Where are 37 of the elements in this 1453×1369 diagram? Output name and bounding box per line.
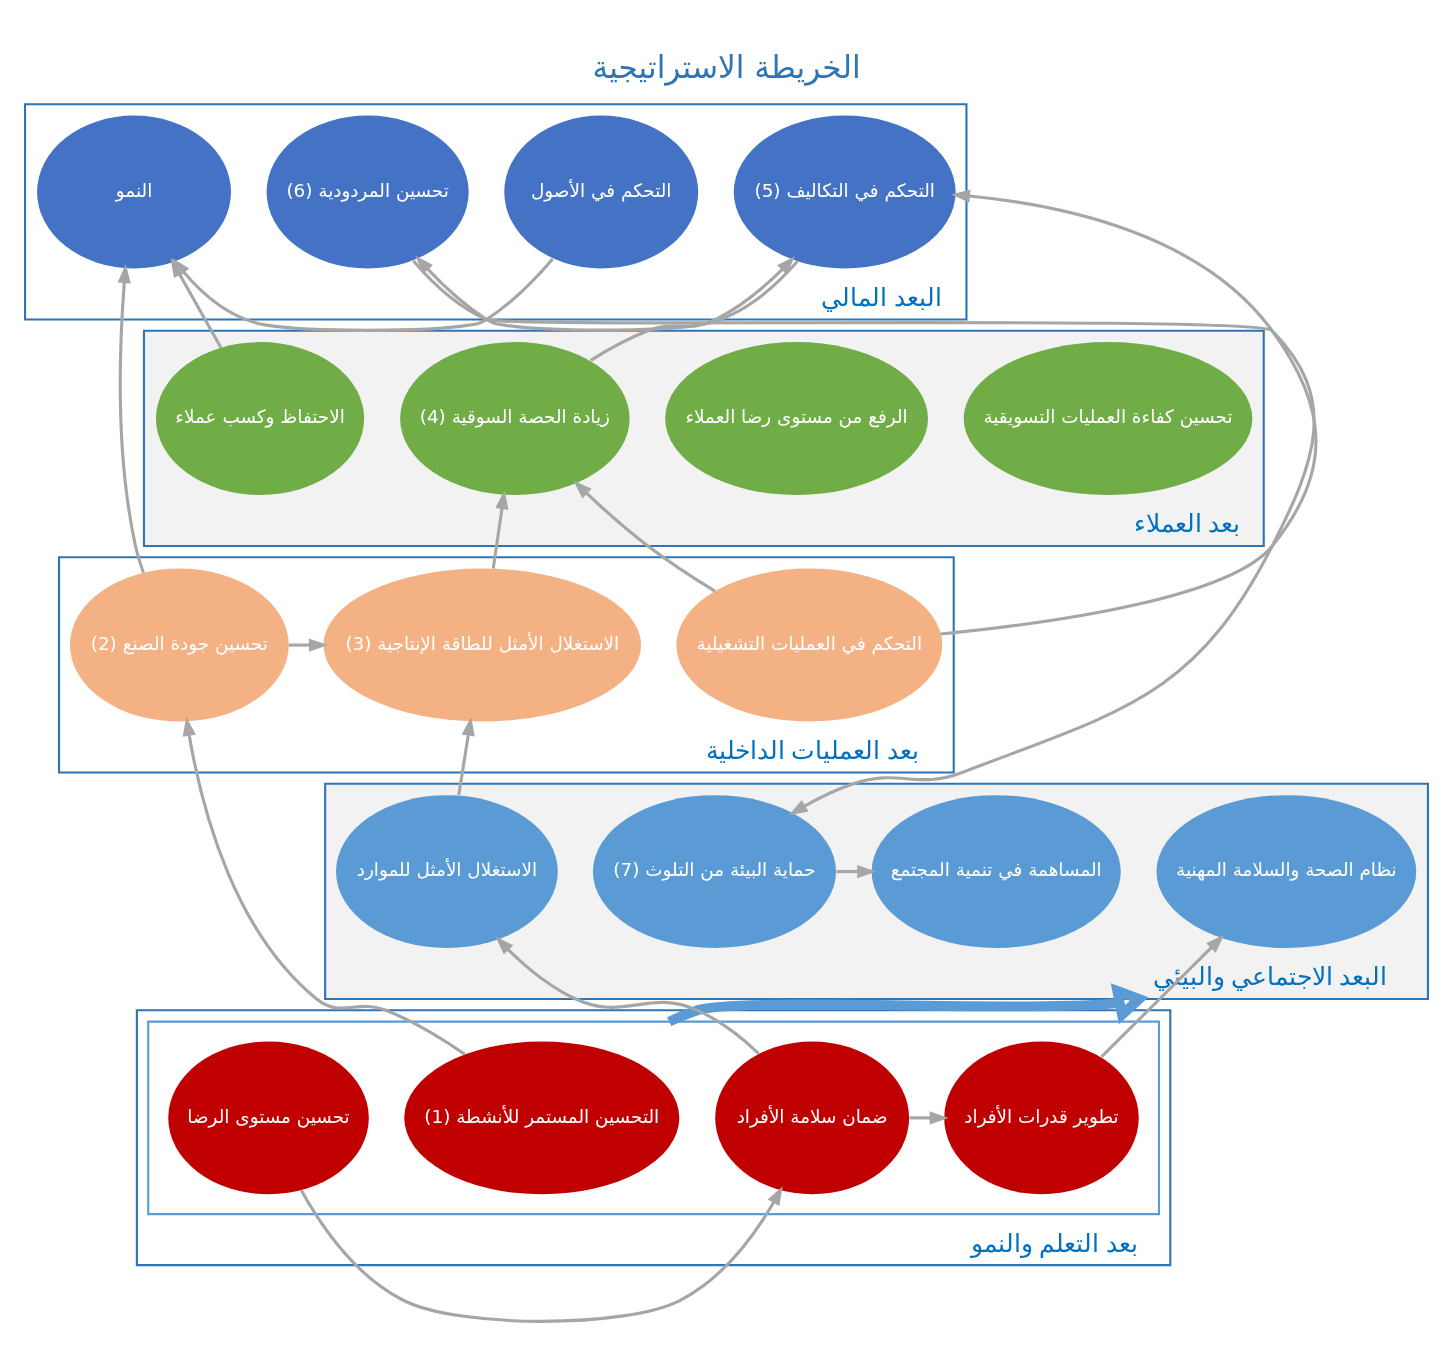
arrow [182,716,466,1056]
node-ellipse: تحسين كفاءة العمليات التسويقية [963,342,1253,495]
arrow [909,1111,949,1125]
node-ellipse: تطوير قدرات الأفراد [944,1041,1139,1195]
node-ellipse: تحسين المردودية (6) [266,115,469,269]
node-ellipse: الرفع من مستوى رضا العملاء [665,342,928,495]
arrow [940,189,1318,636]
node-ellipse: النمو [37,115,231,269]
node-ellipse: تحسين مستوى الرضا [168,1041,369,1195]
node-ellipse: التحكم في الأصول [504,115,699,269]
arrow [573,480,716,593]
node-ellipse: تحسين جودة الصنع (2) [69,568,289,722]
node-ellipse: الاستغلال الأمثل للموارد [336,795,558,948]
node-ellipse: نظام الصحة والسلامة المهنية [1156,795,1417,948]
arrow [457,716,475,796]
node-ellipse: حماية البيئة من التلوث (7) [592,795,837,948]
arrow [288,638,328,652]
arrow [491,490,509,569]
cluster [147,1020,1161,1216]
node-ellipse: التحكم في العمليات التشغيلية [676,568,943,722]
node-ellipse: الاحتفاظ وكسب عملاء [155,342,365,495]
arrow [415,255,799,332]
node-ellipse: التحكم في التكاليف (5) [733,115,956,269]
node-ellipse: التحسين المستمر للأنشطة (1) [404,1041,680,1195]
node-ellipse: المساهمة في تنمية المجتمع [871,795,1121,948]
arrow [412,259,1316,816]
node-ellipse: ضمان سلامة الأفراد [715,1041,910,1195]
arrow [299,1186,783,1323]
arrow [589,256,796,362]
arrow [117,264,145,574]
arrow [667,983,1149,1027]
arrow [1100,934,1225,1058]
diagram-title: الخريطة الاستراتيجية [592,49,861,86]
node-ellipse: زيادة الحصة السوقية (4) [400,342,630,495]
arrow [836,864,877,879]
node-ellipse: الاستغلال الأمثل للطاقة الإنتاجية (3) [323,568,642,722]
arrow [495,936,760,1055]
